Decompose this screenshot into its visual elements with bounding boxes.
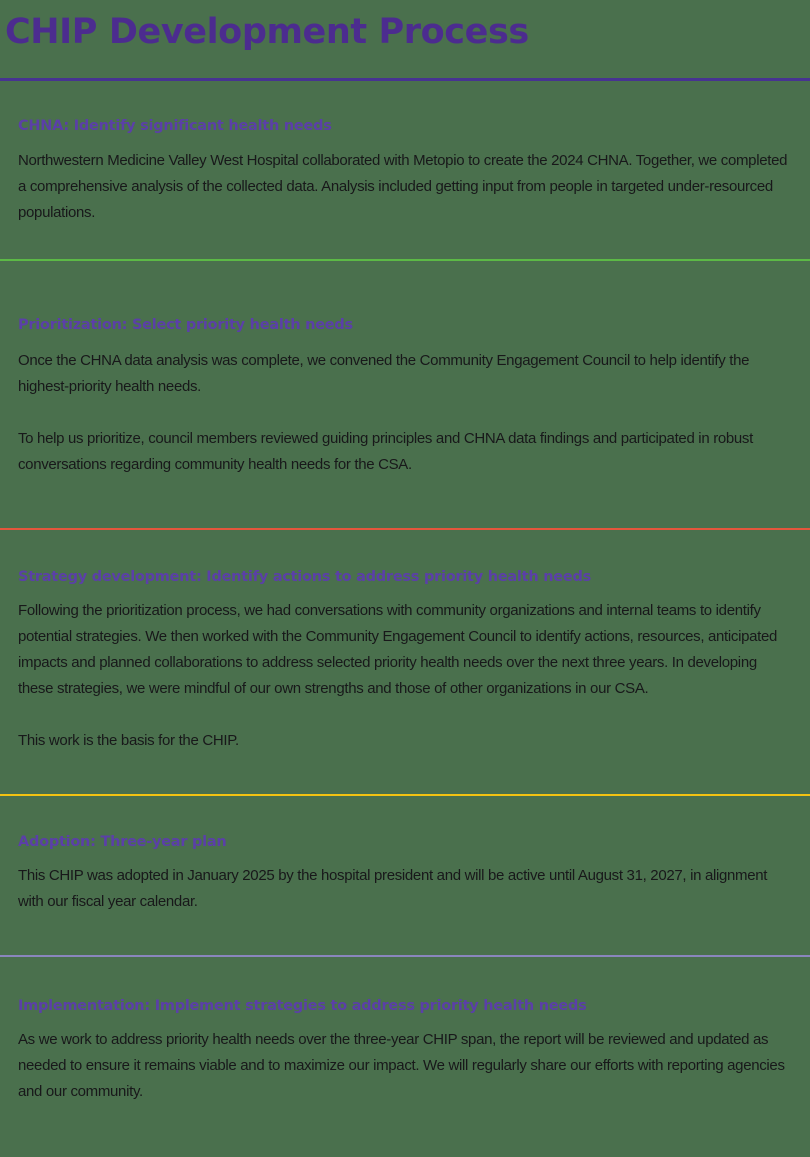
paragraph: This work is the basis for the CHIP. <box>18 732 239 749</box>
title-block: CHIP Development Process <box>0 0 810 54</box>
section-implementation: Implementation: Implement strategies to … <box>0 957 810 1105</box>
section-heading-implementation: Implementation: Implement strategies to … <box>18 998 587 1014</box>
section-strategy-development: Strategy development: Identify actions t… <box>0 530 810 754</box>
spacer-chna <box>0 226 810 259</box>
section-body-prioritization: Once the CHNA data analysis was complete… <box>18 334 792 478</box>
paragraph: This CHIP was adopted in January 2025 by… <box>18 867 768 910</box>
paragraph: Northwestern Medicine Valley West Hospit… <box>18 152 788 221</box>
paragraph: To help us prioritize, council members r… <box>18 430 753 473</box>
section-heading-prioritization: Prioritization: Select priority health n… <box>18 317 353 333</box>
title-rule <box>0 78 810 81</box>
section-chna: CHNA: Identify significant health needs … <box>0 81 810 226</box>
paragraph: Following the prioritization process, we… <box>18 602 778 697</box>
paragraph: As we work to address priority health ne… <box>18 1031 785 1100</box>
section-adoption: Adoption: Three-year plan This CHIP was … <box>0 796 810 915</box>
section-heading-strategy-development: Strategy development: Identify actions t… <box>18 569 591 585</box>
section-body-adoption: This CHIP was adopted in January 2025 by… <box>18 851 792 915</box>
section-heading-chna: CHNA: Identify significant health needs <box>18 118 332 134</box>
spacer-strategy-development <box>0 754 810 794</box>
section-prioritization: Prioritization: Select priority health n… <box>0 261 810 478</box>
section-body-implementation: As we work to address priority health ne… <box>18 1015 792 1105</box>
paragraph: Once the CHNA data analysis was complete… <box>18 352 750 395</box>
section-body-chna: Northwestern Medicine Valley West Hospit… <box>18 135 792 226</box>
spacer-adoption <box>0 915 810 955</box>
chna-rule <box>0 259 810 261</box>
adoption-rule <box>0 955 810 957</box>
page-title: CHIP Development Process <box>5 12 529 52</box>
prioritization-rule <box>0 528 810 530</box>
section-heading-adoption: Adoption: Three-year plan <box>18 834 227 850</box>
spacer-prioritization <box>0 478 810 528</box>
strategy-rule <box>0 794 810 796</box>
section-body-strategy-development: Following the prioritization process, we… <box>18 586 792 754</box>
